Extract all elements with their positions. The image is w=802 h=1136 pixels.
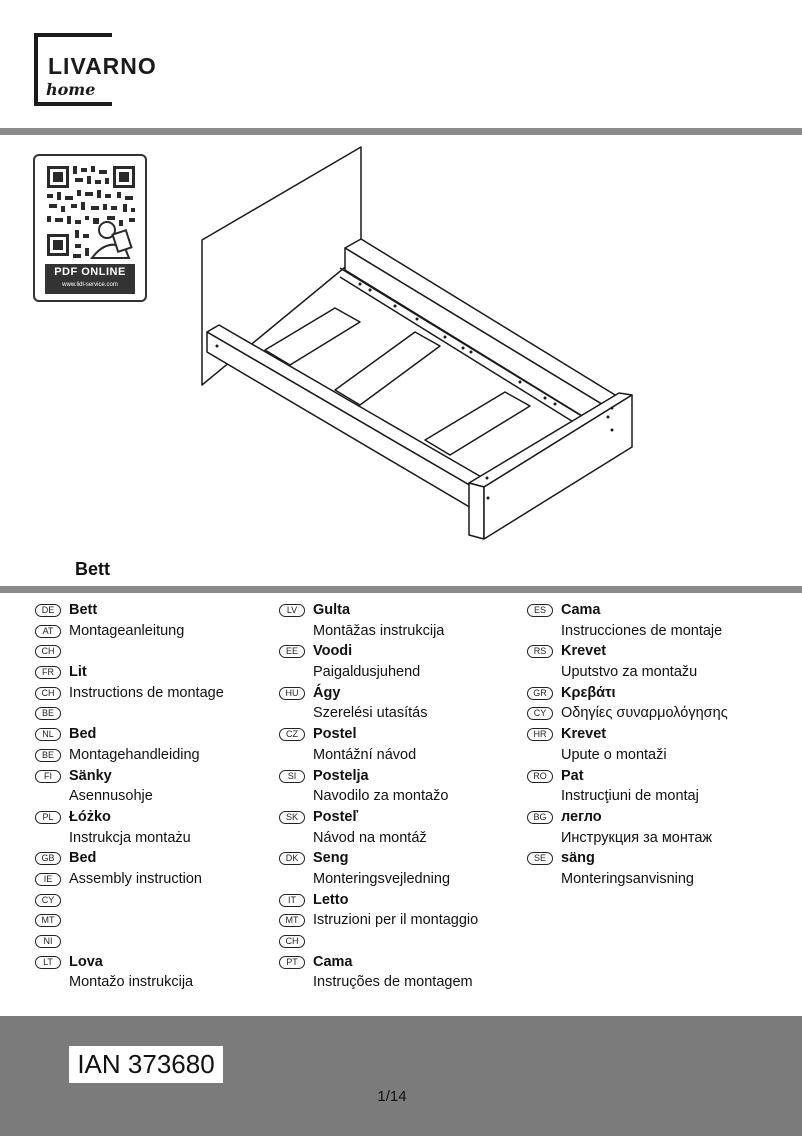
product-name-label: Lova xyxy=(69,953,103,970)
bed-illustration xyxy=(201,146,633,540)
product-name-label: Ágy xyxy=(313,684,341,701)
country-code-badge: CH xyxy=(35,645,61,659)
country-code-badge: GR xyxy=(527,686,553,700)
country-code-badge: EE xyxy=(279,645,305,659)
country-code-badge: NI xyxy=(35,935,61,948)
page-number: 1/14 xyxy=(377,1088,407,1105)
brand-sub: home xyxy=(46,80,96,99)
country-code-badge: HR xyxy=(527,728,553,742)
product-name-label: Łóżko xyxy=(69,808,111,825)
instruction-label: Navodilo za montažo xyxy=(313,788,449,805)
instruction-label: Instrukcja montażu xyxy=(69,829,191,846)
product-name-label: Krevet xyxy=(561,726,607,743)
product-name-label: Krevet xyxy=(561,643,607,660)
country-code-badge: RS xyxy=(527,645,553,659)
header-divider xyxy=(0,128,802,135)
country-code-badge: PT xyxy=(279,955,305,969)
product-name-label: Letto xyxy=(313,891,349,908)
instruction-label: Montāžas instrukcija xyxy=(313,622,445,639)
instruction-label: Οδηγίες συναρμολόγησης xyxy=(561,705,728,722)
product-name-label: Posteľ xyxy=(313,808,359,825)
brand-name: LIVARNO xyxy=(48,53,157,79)
pdf-online-title: PDF ONLINE xyxy=(54,266,126,278)
qr-code-card[interactable]: PDF ONLINE www.lidl-service.com xyxy=(33,154,147,302)
country-code-badge: DE xyxy=(35,604,61,617)
product-name-label: Postel xyxy=(313,726,357,743)
instruction-label: Assembly instruction xyxy=(69,870,202,887)
section-divider xyxy=(0,586,802,593)
country-code-badge: IE xyxy=(35,872,61,886)
product-name-label: Cama xyxy=(561,602,601,618)
instruction-label: Asennusohje xyxy=(69,788,153,805)
instruction-label: Upute o montaži xyxy=(561,746,667,763)
instruction-label: Montageanleitung xyxy=(69,622,185,639)
country-code-badge: BE xyxy=(35,748,61,762)
qr-code-icon xyxy=(47,166,135,259)
country-code-badge: SK xyxy=(279,810,305,824)
product-name-label: Bett xyxy=(69,602,98,618)
product-name-label: Pat xyxy=(561,767,584,784)
instruction-label: Návod na montáž xyxy=(313,829,427,846)
country-code-badge: MT xyxy=(35,914,61,928)
country-code-badge: CY xyxy=(35,893,61,907)
country-code-badge: PL xyxy=(35,810,61,824)
country-code-badge: SI xyxy=(279,769,305,783)
instruction-label: Montážní návod xyxy=(313,746,417,763)
product-name-label: Bed xyxy=(69,850,97,867)
country-code-badge: FI xyxy=(35,769,61,783)
country-code-badge: DK xyxy=(279,852,305,866)
instruction-label: Instructions de montage xyxy=(69,684,224,701)
country-code-badge: NL xyxy=(35,728,61,742)
product-name-label: Cama xyxy=(313,953,353,970)
country-code-badge: LT xyxy=(35,955,61,969)
product-title: Bett xyxy=(75,559,110,579)
country-code-badge: ES xyxy=(527,604,553,617)
instruction-label: Montažo instrukcija xyxy=(69,974,194,991)
instruction-label: Monteringsanvisning xyxy=(561,870,694,887)
country-code-badge: SE xyxy=(527,852,553,866)
product-name-label: легло xyxy=(561,808,602,825)
instruction-label: Szerelési utasítás xyxy=(313,705,428,722)
country-code-badge: IT xyxy=(279,893,305,907)
product-name-label: säng xyxy=(561,850,595,867)
instruction-label: Instrucţiuni de montaj xyxy=(561,788,699,805)
country-code-badge: AT xyxy=(35,624,61,638)
product-name-label: Gulta xyxy=(313,602,351,618)
instruction-label: Instruções de montagem xyxy=(313,974,473,991)
country-code-badge: RO xyxy=(527,769,553,783)
pdf-online-url: www.lidl-service.com xyxy=(62,282,118,288)
product-name-label: Sänky xyxy=(69,767,112,784)
country-code-badge: FR xyxy=(35,666,61,680)
product-name-label: Seng xyxy=(313,850,349,867)
country-code-badge: CH xyxy=(35,686,61,700)
product-name-label: Bed xyxy=(69,726,97,743)
product-name-label: Postelja xyxy=(313,767,369,784)
instruction-label: Monteringsvejledning xyxy=(313,870,451,887)
product-name-label: Κρεβάτι xyxy=(561,684,616,701)
pdf-online-label[interactable]: PDF ONLINE www.lidl-service.com xyxy=(45,264,135,294)
country-code-badge: CZ xyxy=(279,728,305,742)
country-code-badge: GB xyxy=(35,852,61,866)
country-code-badge: HU xyxy=(279,686,305,700)
instruction-label: Instrucciones de montaje xyxy=(561,622,723,639)
country-code-badge: BG xyxy=(527,810,553,824)
country-code-badge: MT xyxy=(279,914,305,928)
instruction-label: Paigaldusjuhend xyxy=(313,664,421,681)
country-code-badge: CY xyxy=(527,707,553,721)
country-code-badge: BE xyxy=(35,707,61,721)
instruction-label: Инструкция за монтаж xyxy=(561,829,713,846)
country-code-badge: LV xyxy=(279,604,305,617)
ian-number: IAN 373680 xyxy=(69,1046,223,1083)
instruction-label: Istruzioni per il montaggio xyxy=(313,912,479,929)
brand-logo: LIVARNO home xyxy=(34,33,156,106)
product-name-label: Lit xyxy=(69,664,87,681)
instruction-label: Montagehandleiding xyxy=(69,746,200,763)
country-code-badge: CH xyxy=(279,935,305,948)
instruction-label: Uputstvo za montažu xyxy=(561,664,698,681)
product-name-label: Voodi xyxy=(313,643,353,660)
